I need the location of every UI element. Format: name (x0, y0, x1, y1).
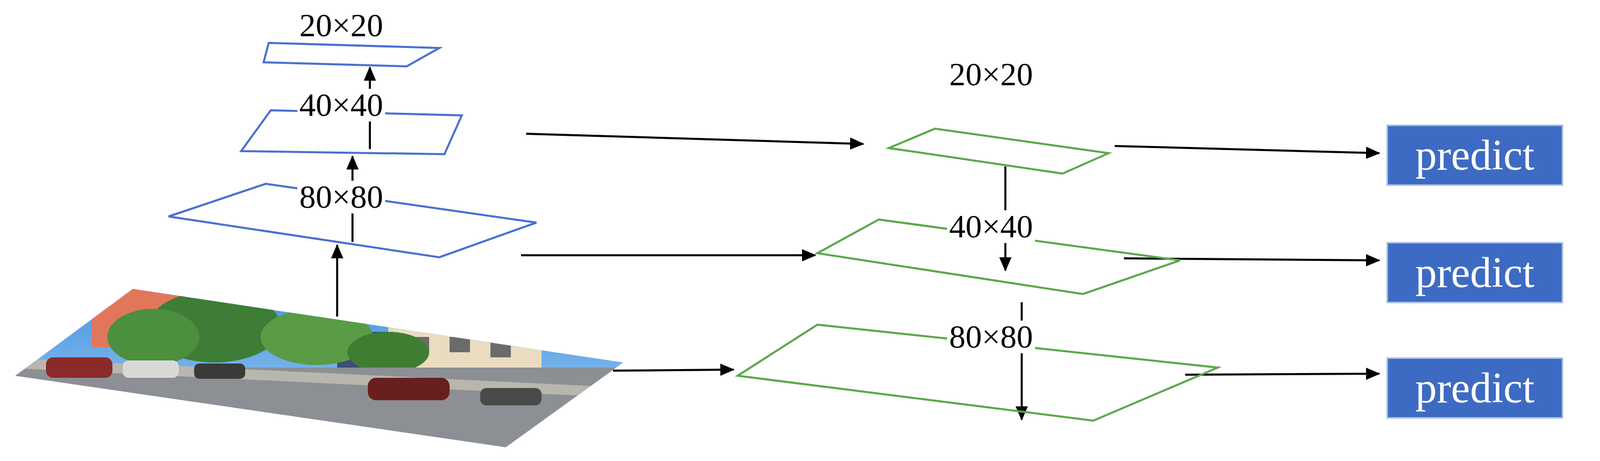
photo-scene (0, 275, 634, 461)
up-arrow (336, 245, 339, 317)
flow-arrow (1114, 146, 1380, 154)
predict-label: predict (1415, 133, 1535, 177)
predict-box: predict (1386, 357, 1564, 419)
size-label: 40×40 (297, 88, 386, 122)
size-label: 80×80 (297, 180, 386, 214)
flow-arrow (1020, 302, 1023, 420)
pyramid-map: 40×40 (817, 209, 1181, 296)
feature-map: 20×20 (260, 7, 443, 70)
feature-map: 80×80 (168, 178, 537, 259)
pyramid-map: 80×80 (737, 319, 1218, 422)
size-label: 80×80 (947, 320, 1035, 354)
predict-label: predict (1415, 366, 1535, 410)
size-label: 20×20 (297, 9, 386, 42)
pyramid-map: 20×20 (883, 54, 1114, 175)
predict-label: predict (1415, 251, 1535, 295)
flow-arrow (526, 133, 864, 145)
size-label: 20×20 (947, 58, 1035, 91)
lateral-arrow (613, 369, 734, 371)
flow-arrow (521, 254, 816, 257)
feature-map: 40×40 (241, 86, 462, 156)
flow-arrow (1185, 373, 1380, 375)
size-label: 40×40 (947, 210, 1035, 244)
predict-box: predict (1386, 124, 1564, 186)
predict-box: predict (1386, 242, 1564, 304)
